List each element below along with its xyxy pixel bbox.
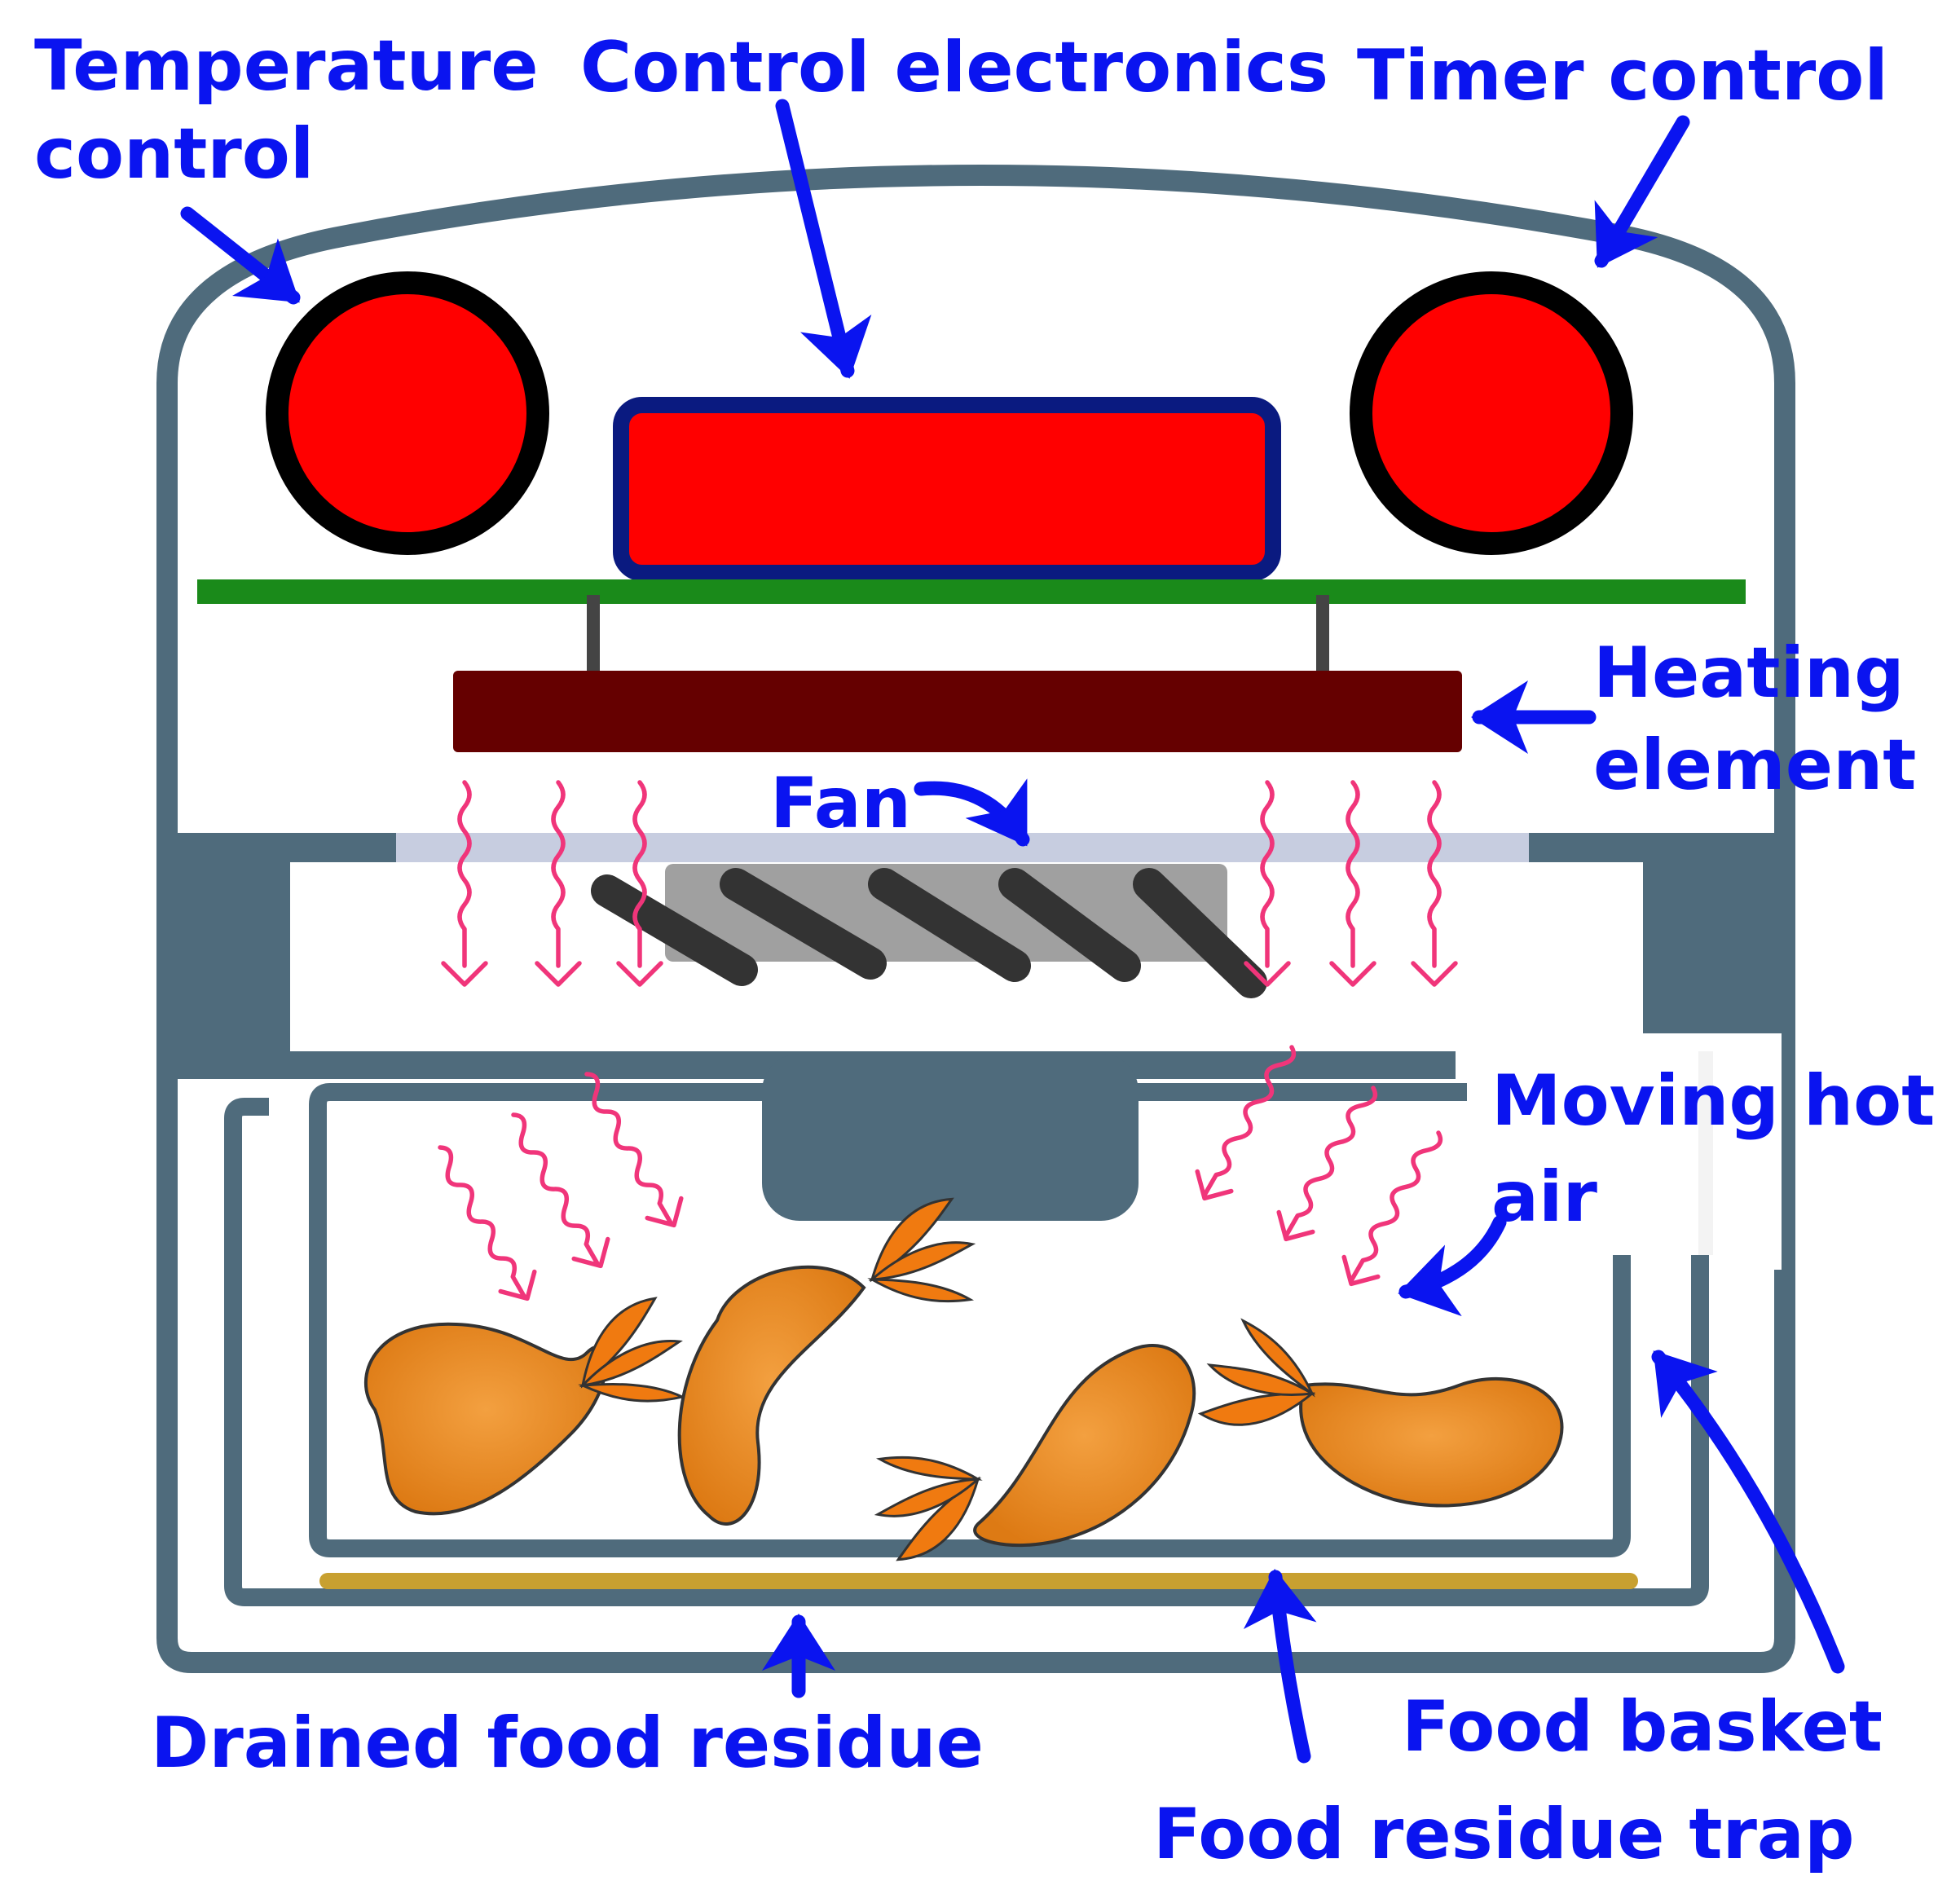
heating-element — [453, 671, 1462, 752]
food-basket — [309, 1083, 1631, 1557]
arrow-fan — [914, 778, 1030, 847]
label-heating-element-2: element — [1593, 724, 1916, 806]
vent-slots — [1643, 1033, 1782, 1270]
control-electronics-box — [613, 397, 1281, 581]
shrimp-4 — [1191, 1314, 1564, 1508]
arrow-electronics — [775, 99, 872, 379]
label-food-basket: Food basket — [1402, 1686, 1883, 1768]
shrimp-3 — [862, 1344, 1196, 1565]
label-drained-food-residue: Drained food residue — [151, 1702, 984, 1784]
standoff-right — [1316, 595, 1329, 676]
label-temperature-control-2: control — [34, 113, 314, 195]
air-guide — [762, 1054, 1139, 1221]
label-timer-control: Timer control — [1357, 35, 1888, 117]
label-moving-hot-air: Moving hot — [1491, 1060, 1935, 1142]
label-heating-element: Heating — [1593, 632, 1905, 714]
arrow-trap — [1243, 1569, 1317, 1764]
label-temperature-control: Temperature — [34, 25, 539, 107]
shrimp-2 — [677, 1194, 988, 1526]
arrow-temperature — [180, 206, 301, 305]
label-fan: Fan — [770, 763, 911, 844]
circuit-board — [197, 579, 1746, 604]
food-residue-trap — [224, 1098, 1709, 1606]
arrow-basket — [1651, 1350, 1845, 1674]
fan — [591, 864, 1267, 998]
temperature-knob — [266, 271, 549, 555]
timer-knob — [1350, 271, 1633, 555]
arrow-hot-air — [1398, 1215, 1507, 1317]
shrimp-1 — [363, 1293, 699, 1516]
arrow-timer — [1594, 115, 1690, 268]
label-moving-hot-air-2: air — [1491, 1156, 1598, 1238]
drained-residue — [319, 1573, 1638, 1589]
label-control-electronics: Control electronics — [580, 27, 1328, 108]
standoff-left — [587, 595, 600, 676]
pointer-arrows — [180, 99, 1845, 1764]
label-food-residue-trap: Food residue trap — [1153, 1794, 1855, 1875]
